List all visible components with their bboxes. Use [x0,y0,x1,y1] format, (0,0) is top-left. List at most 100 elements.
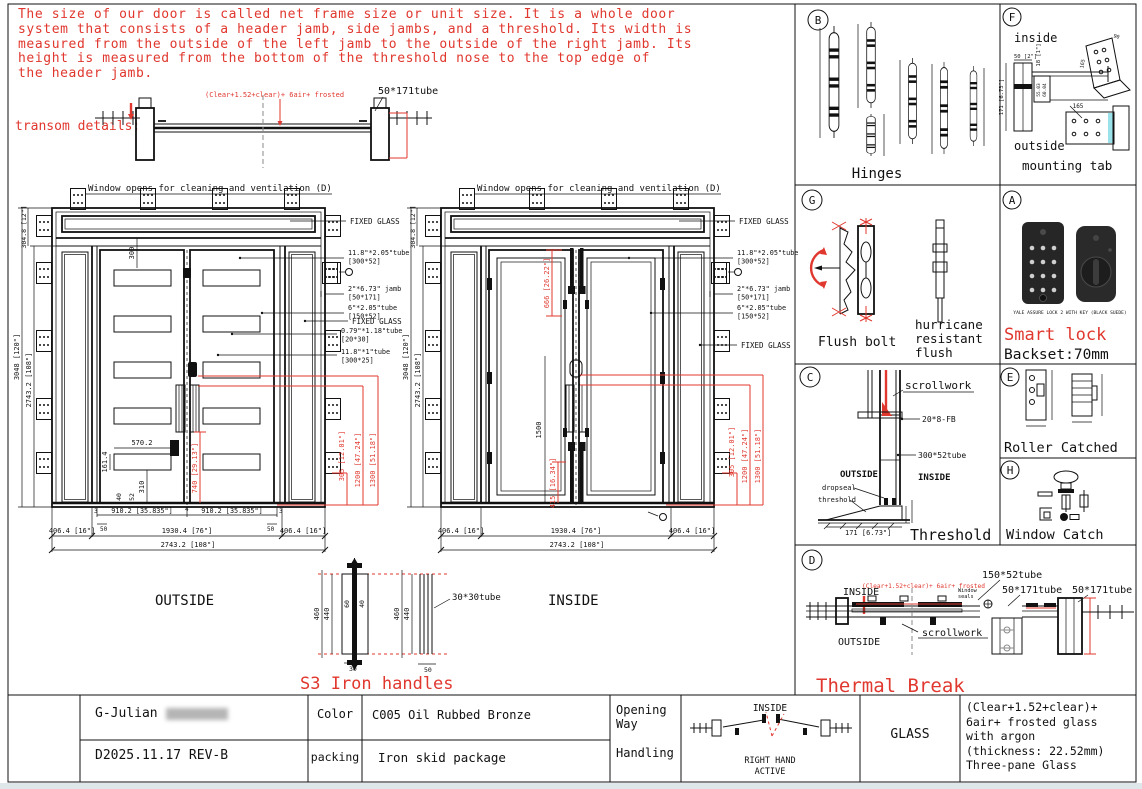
tube-label: 300*52tube [918,451,966,460]
page-edge [0,783,1142,789]
panel-hinges: B Hinges [807,9,985,182]
dim-label: 55.03 [1036,83,1042,97]
glass-spec-line: (Clear+1.52+clear)+ [966,700,1098,714]
window-seals-label: Window [958,588,978,594]
packing-label: packing [310,750,360,764]
handles-tube-label: 30*30tube [452,593,501,603]
panel-letter: D [809,554,816,567]
glass-slats [113,269,261,471]
dim-label: 1500 [535,422,543,439]
dim-label: 171 [6.73"] [999,79,1005,115]
callout: 0.79"*1.18"tube [341,327,402,335]
glass-spec-line: 6air+ frosted glass [966,714,1098,729]
deadbolt-image [1076,226,1116,302]
dim-label: 52 [128,493,136,501]
transom-tube-label: 50*171tube [378,86,438,97]
red-dims: 666 [26.22"] 415 [16.34"] 305 [12.01"] 1… [543,249,764,509]
handles-title: S3 Iron handles [300,674,454,694]
inside-label: INSIDE [843,587,879,598]
glass-spec: (Clear+1.52+clear)+ 6air+ frosted glass … [966,700,1104,773]
callout: 11.8"*1"tube [341,348,390,356]
hurricane-label: resistant [915,331,983,346]
dim-label: 171 [6.73"] [845,529,891,537]
color-value: C005 Oil Rubbed Bronze [372,708,531,722]
dim-label: 50 [267,526,275,533]
dim-label: 3 [279,508,283,515]
swing-diagram: INSIDE RIGHT HAND ACTIVE [690,703,852,777]
callout: [20*30] [341,336,370,344]
callout: [300*25] [341,357,374,365]
dim-label: 50 [2"] [1014,54,1037,60]
dim-label: 165 [1079,59,1086,69]
hurricane-label: hurricane [915,317,983,332]
panel-title: mounting tab [1022,158,1112,173]
dim-label: 300 [128,247,136,260]
opening-line: Opening [616,703,667,717]
date-rev: D2025.11.17 REV-B [95,748,229,763]
callout: FIXED GLASS [741,341,791,350]
inside-label: INSIDE [548,593,599,609]
panel-letter: G [809,194,816,207]
handles-detail: 460 440 60 40 30 460 440 50 30*30tube S3… [300,558,501,694]
lock-cylinder [188,362,197,377]
redacted-name [165,707,228,720]
dim-label: 161.4 [101,451,109,472]
backset-label: Backset:70mm [1004,347,1109,363]
dim-label: 30 [349,665,357,673]
dim-label: 18 [1"] [1036,43,1042,66]
outside-label: OUTSIDE [838,637,880,648]
transom-title: transom details: [15,119,140,134]
dim-label: 40 [358,600,366,608]
customer-name-cell: G-Julian [95,706,228,721]
window-seals-label: seals [958,594,974,600]
dim-label: 570.2 [131,439,152,447]
dim-label: 666 [26.22"] [543,258,551,309]
handling-line: Handling [616,746,674,760]
dim-label: 310 [138,481,146,494]
customer-name: G-Julian [95,706,158,721]
outside-label: OUTSIDE [840,470,878,480]
panel-flush-bolt: G Flush bolt hurricane resistant flush [801,189,983,360]
panel-smart-lock: A YALE ASSURE LOCK 2 WITH KEY (BLACK SUE… [1002,190,1127,363]
glass-spec-line: (thickness: 22.52mm) [966,743,1105,758]
inside-label: inside [1014,31,1057,45]
tube-label: 50*171tube [1002,585,1062,596]
glass-spec-line: with argon [966,729,1036,744]
dim-label: 1200 [47.24"] [741,429,749,484]
red-dims: 740 [29.13"] 305 [12.01"] 1200 [47.24"] … [191,375,379,506]
dim-label: 50 [424,666,432,674]
dim-label: 910.2 [35.835"] [111,507,172,515]
panel-window-catch: H Window Catch [1000,460,1104,543]
panel-threshold: C scrollwork 20*8-FB 300*52tube OUTSIDE … [799,366,991,544]
transom-glass-note: (Clear+1.52+clear)+ 6air+ frosted [205,91,344,99]
glass-note: (Clear+1.52+clear)+ 6air+ frosted [862,583,985,590]
threshold-label: threshold [818,496,856,504]
door-handles [175,384,200,433]
swing-hand-label: RIGHT HAND [744,756,795,766]
dim-label: 1300 [51.18"] [754,429,762,484]
panel-letter: E [1007,371,1014,384]
tube-label: 50*171tube [1072,585,1132,596]
panel-title: Window Catch [1006,527,1104,543]
panel-title: Hinges [852,166,903,182]
panel-letter: F [1009,11,1016,24]
panel-title: Threshold [910,526,991,544]
dim-label: 3 [94,508,98,515]
packing-value: Iron skid package [378,750,506,765]
tube-label: 150*52tube [982,570,1042,581]
glass-spec-line: Three-pane Glass [966,758,1077,773]
glass-label: GLASS [890,727,930,742]
lock-caption: YALE ASSURE LOCK 2 WITH KEY (BLACK SUEDE… [1013,310,1126,316]
dim-label: 305 [12.01"] [338,431,346,482]
panel-letter: A [1009,194,1016,207]
keypad-lock-image [1022,222,1064,304]
panel-thermal-break: D INSIDE OUTSIDE (Clear+1.52+clear)+ 6ai… [801,549,1134,697]
panel-title: Thermal Break [816,675,965,697]
dim-label: 90 [1113,33,1121,41]
dim-label: 415 [16.34"] [549,458,557,509]
callout: FIXED GLASS [352,317,402,326]
swing-hand-label: ACTIVE [755,767,786,777]
inside-label: INSIDE [918,473,951,483]
door-handles [565,384,588,433]
